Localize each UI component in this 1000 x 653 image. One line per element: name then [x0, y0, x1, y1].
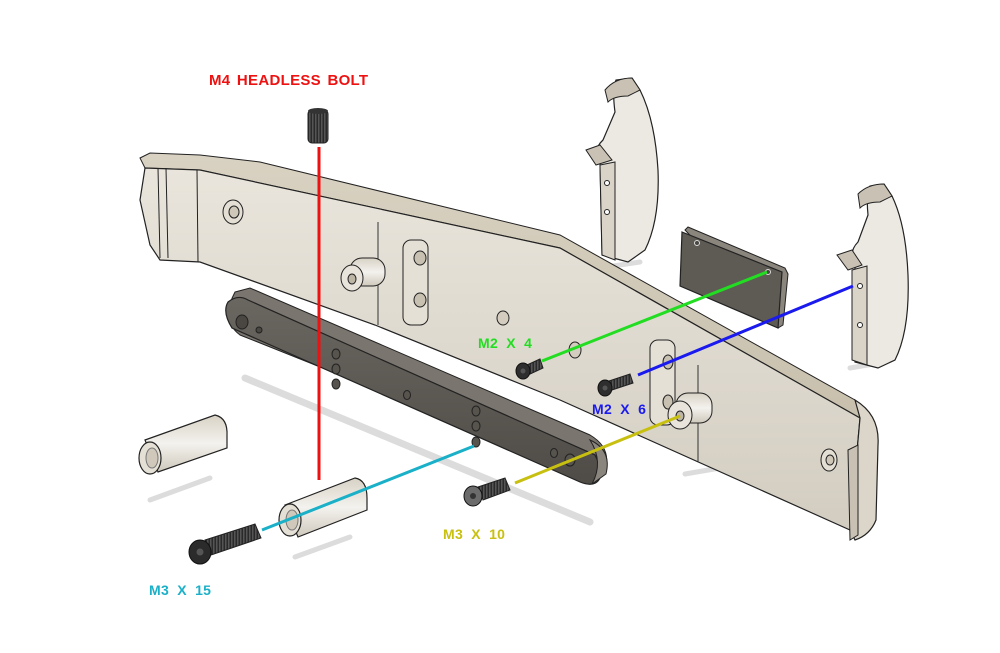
callout-line-m3x10	[514, 414, 681, 485]
callout-lines	[261, 147, 854, 532]
spacer-center	[278, 477, 368, 538]
m3x15-screw-part	[188, 523, 262, 565]
left-hook-bracket	[585, 77, 659, 263]
bumper-boss	[340, 257, 386, 292]
license-plate	[679, 226, 789, 329]
bumper-slot	[402, 239, 429, 326]
callout-line-m3x15	[261, 444, 475, 532]
m4-headless-bolt-part	[307, 108, 329, 144]
plate-hole-group	[331, 348, 576, 467]
m3x10-screw-part	[463, 477, 511, 507]
label-m3x15: M3 X 15	[149, 582, 212, 598]
bumper-hole	[820, 448, 838, 472]
label-m2x4: M2 X 4	[478, 335, 533, 351]
callout-line-m2x4	[541, 270, 768, 363]
spacer-left	[138, 414, 228, 475]
callout-line-m2x6	[637, 284, 854, 377]
bumper-hole	[222, 199, 244, 225]
right-hook-bracket	[836, 183, 909, 369]
label-m3x10: M3 X 10	[443, 526, 506, 542]
label-m2x6: M2 X 6	[592, 401, 647, 417]
label-m4-headless-bolt: M4 HEADLESS BOLT	[209, 72, 369, 89]
m2x4-screw-part	[515, 358, 544, 380]
bumper-boss	[667, 392, 713, 430]
m2x6-screw-part	[597, 373, 634, 397]
